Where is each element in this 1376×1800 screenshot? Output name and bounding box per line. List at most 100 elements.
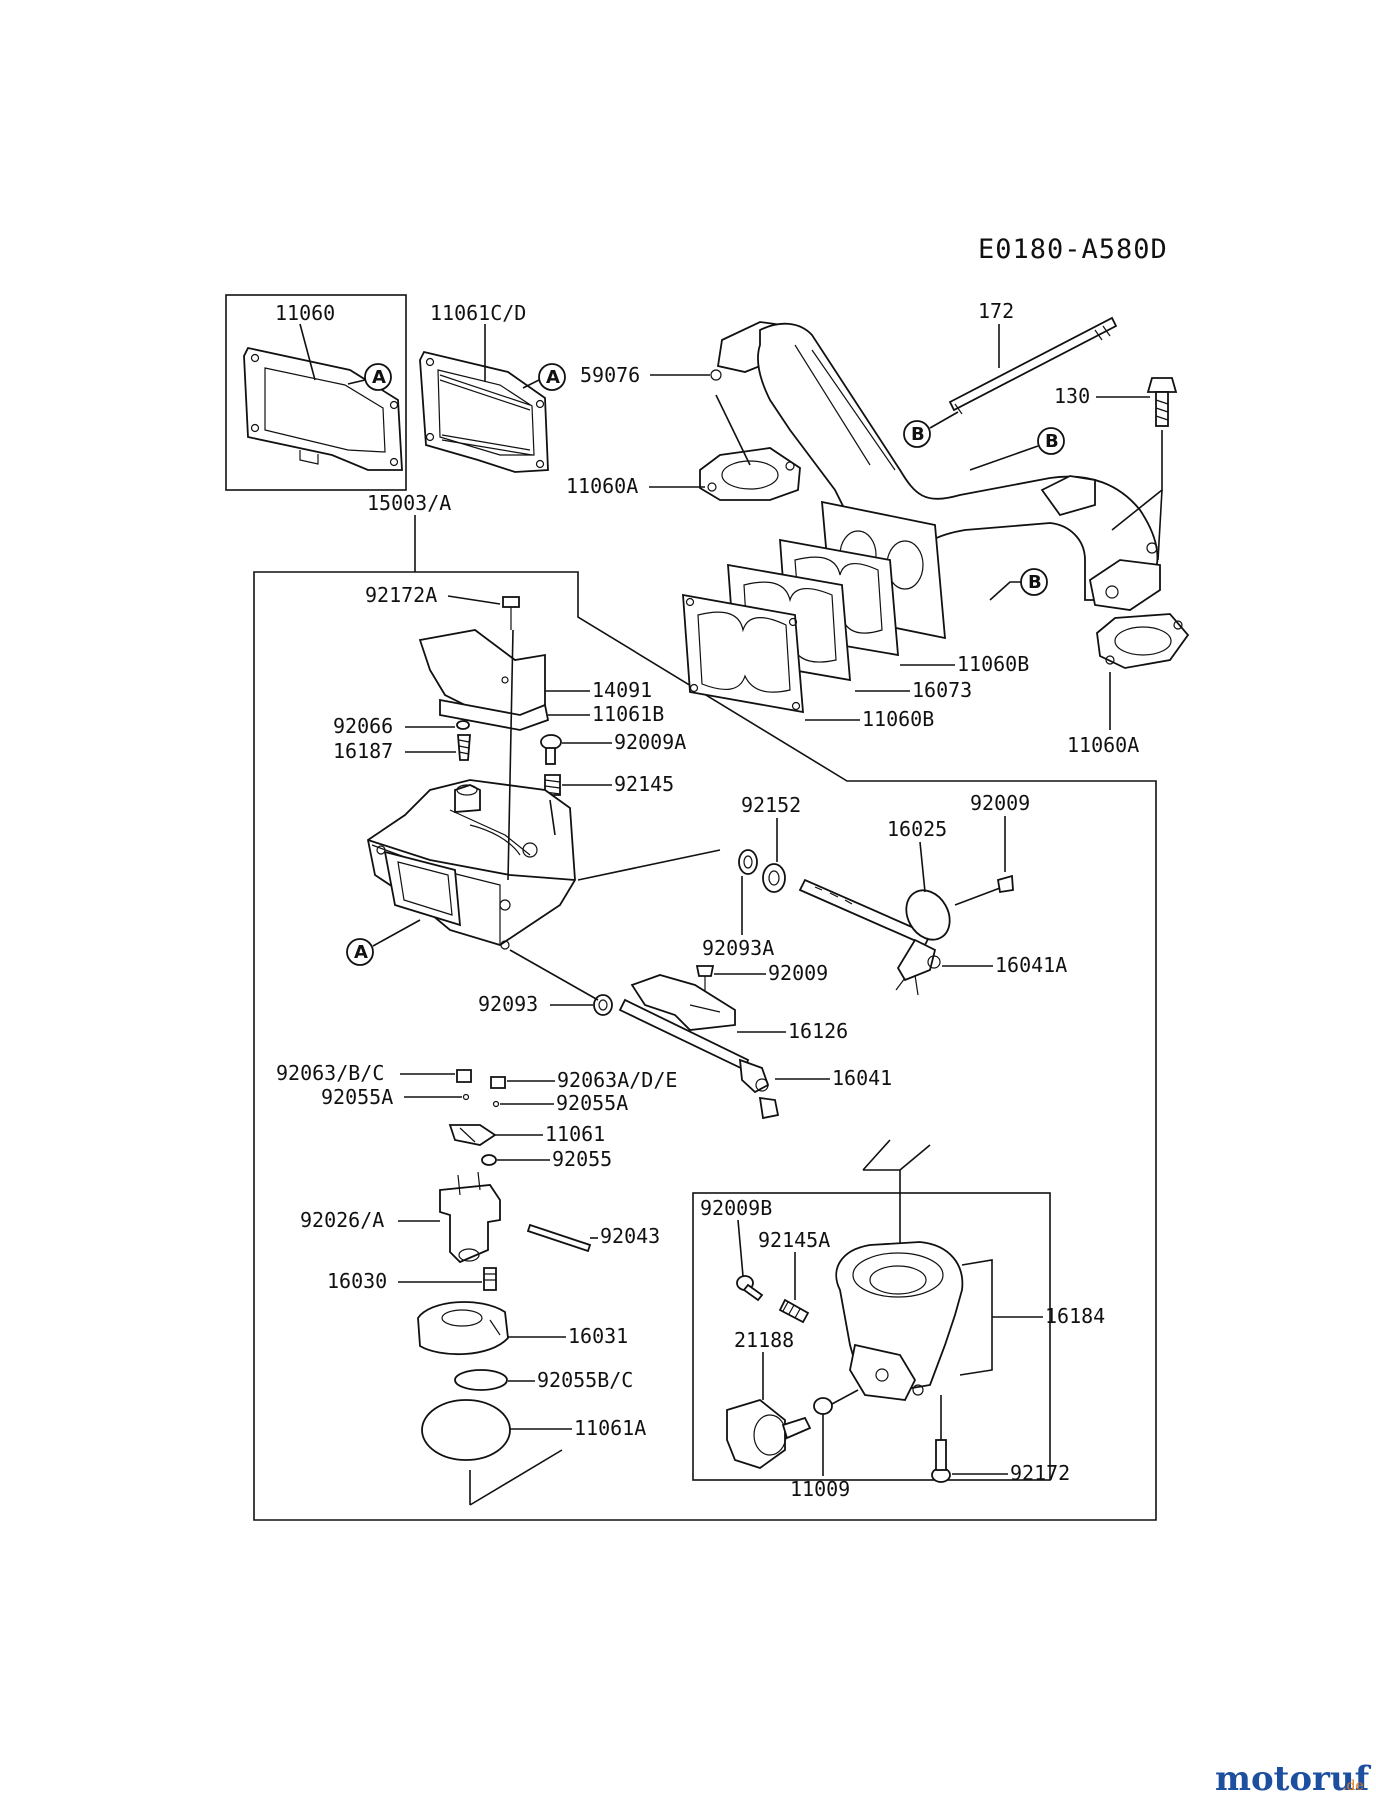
- gasket-11060a-top: [699, 447, 801, 501]
- screw-16187: [457, 734, 471, 761]
- label-92055a-right: 92055A: [556, 1091, 628, 1115]
- label-92093: 92093: [478, 992, 538, 1016]
- label-92063bc: 92063/B/C: [276, 1061, 384, 1085]
- label-92055: 92055: [552, 1147, 612, 1171]
- label-15003a: 15003/A: [367, 491, 451, 515]
- pin-92043: [526, 1223, 592, 1253]
- label-16031: 16031: [568, 1324, 628, 1348]
- label-21188: 21188: [734, 1328, 794, 1352]
- oring-11061a: [421, 1399, 511, 1461]
- label-11060: 11060: [275, 301, 335, 325]
- washer-92093a: [738, 849, 758, 875]
- label-16030: 16030: [327, 1269, 387, 1293]
- watermark-tld: .de: [1342, 1778, 1364, 1794]
- oring-11009: [813, 1397, 833, 1415]
- spring-92145a: [778, 1298, 810, 1324]
- callout-b-3-text: B: [1028, 572, 1042, 593]
- bolt-130: [1146, 377, 1178, 427]
- screw-92009a: [540, 734, 562, 765]
- plate-16126: [630, 974, 736, 1031]
- jet-16030: [483, 1267, 497, 1291]
- jet-92063bc: [456, 1069, 472, 1083]
- label-11061a: 11061A: [574, 1416, 646, 1440]
- callout-b-2: [1037, 427, 1065, 455]
- label-16126: 16126: [788, 1019, 848, 1043]
- oring-92055: [481, 1154, 497, 1166]
- label-14091: 14091: [592, 678, 652, 702]
- jet-92063ade: [490, 1076, 506, 1089]
- seal-92152: [762, 863, 786, 893]
- throttle-body-16184: [835, 1241, 964, 1401]
- screw-92009-top: [996, 874, 1014, 894]
- label-16073: 16073: [912, 678, 972, 702]
- gasket-11061b: [439, 698, 550, 731]
- label-92026a: 92026/A: [300, 1208, 384, 1232]
- label-16184: 16184: [1045, 1304, 1105, 1328]
- label-92172a: 92172A: [365, 583, 437, 607]
- callout-a-1: [364, 363, 392, 391]
- float-bowl-16031: [417, 1301, 509, 1356]
- screw-92172: [931, 1439, 951, 1483]
- gasket-11060b-inner: [682, 593, 804, 714]
- callout-a-3: [346, 938, 374, 966]
- label-172: 172: [978, 299, 1014, 323]
- label-11060b-1: 11060B: [957, 652, 1029, 676]
- watermark-brand: motoruf: [1215, 1759, 1372, 1799]
- label-11061: 11061: [545, 1122, 605, 1146]
- label-11060b-2: 11060B: [862, 707, 934, 731]
- spring-92145: [544, 774, 561, 796]
- label-11060a-top: 11060A: [566, 474, 638, 498]
- label-92055bc: 92055B/C: [537, 1368, 633, 1392]
- stud-172: [948, 316, 1118, 415]
- callout-b-1: [903, 420, 931, 448]
- label-59076: 59076: [580, 363, 640, 387]
- callout-a-2: [538, 363, 566, 391]
- carburetor-body: [367, 779, 576, 950]
- label-92152: 92152: [741, 793, 801, 817]
- label-11060a-right: 11060A: [1067, 733, 1139, 757]
- callout-a-3-text: A: [354, 942, 368, 963]
- label-11061cd: 11061C/D: [430, 301, 526, 325]
- nozzle-92026a: [439, 1171, 501, 1264]
- label-92055a-left: 92055A: [321, 1085, 393, 1109]
- gasket-box: [225, 294, 407, 491]
- callout-b-2-text: B: [1045, 431, 1059, 452]
- label-92009-mid: 92009: [768, 961, 828, 985]
- label-92009b: 92009B: [700, 1196, 772, 1220]
- label-92009a: 92009A: [614, 730, 686, 754]
- gasket-11061cd: [419, 350, 549, 473]
- solenoid-box: [692, 1192, 1051, 1481]
- label-92145: 92145: [614, 772, 674, 796]
- label-92172: 92172: [1010, 1461, 1070, 1485]
- plate-16025: [905, 889, 951, 941]
- label-11061b: 11061B: [592, 702, 664, 726]
- screw-92172a: [502, 596, 520, 630]
- shaft-16041: [618, 998, 780, 1120]
- gasket-11060a-right: [1096, 613, 1190, 669]
- label-11009: 11009: [790, 1477, 850, 1501]
- callout-a-2-text: A: [546, 367, 560, 388]
- diagram-code: E0180-A580D: [978, 234, 1168, 265]
- screw-92009b: [736, 1275, 764, 1302]
- washer-92093: [593, 994, 613, 1016]
- label-16187: 16187: [333, 739, 393, 763]
- washer-92066: [456, 720, 470, 730]
- label-130: 130: [1054, 384, 1090, 408]
- watermark-logo: motoruf .de: [1215, 1759, 1372, 1799]
- label-92063ade: 92063A/D/E: [557, 1068, 677, 1092]
- label-16025: 16025: [887, 817, 947, 841]
- float-11061: [448, 1124, 497, 1146]
- label-92009-top: 92009: [970, 791, 1030, 815]
- label-92043: 92043: [600, 1224, 660, 1248]
- bracket-14091: [418, 629, 546, 719]
- label-16041: 16041: [832, 1066, 892, 1090]
- label-92093a: 92093A: [702, 936, 774, 960]
- oring-92055bc: [454, 1369, 508, 1391]
- callout-a-1-text: A: [372, 367, 386, 388]
- label-92066: 92066: [333, 714, 393, 738]
- carburetor-frame: [253, 571, 1157, 1521]
- callout-b-1-text: B: [911, 424, 925, 445]
- label-16041a: 16041A: [995, 953, 1067, 977]
- label-92145a: 92145A: [758, 1228, 830, 1252]
